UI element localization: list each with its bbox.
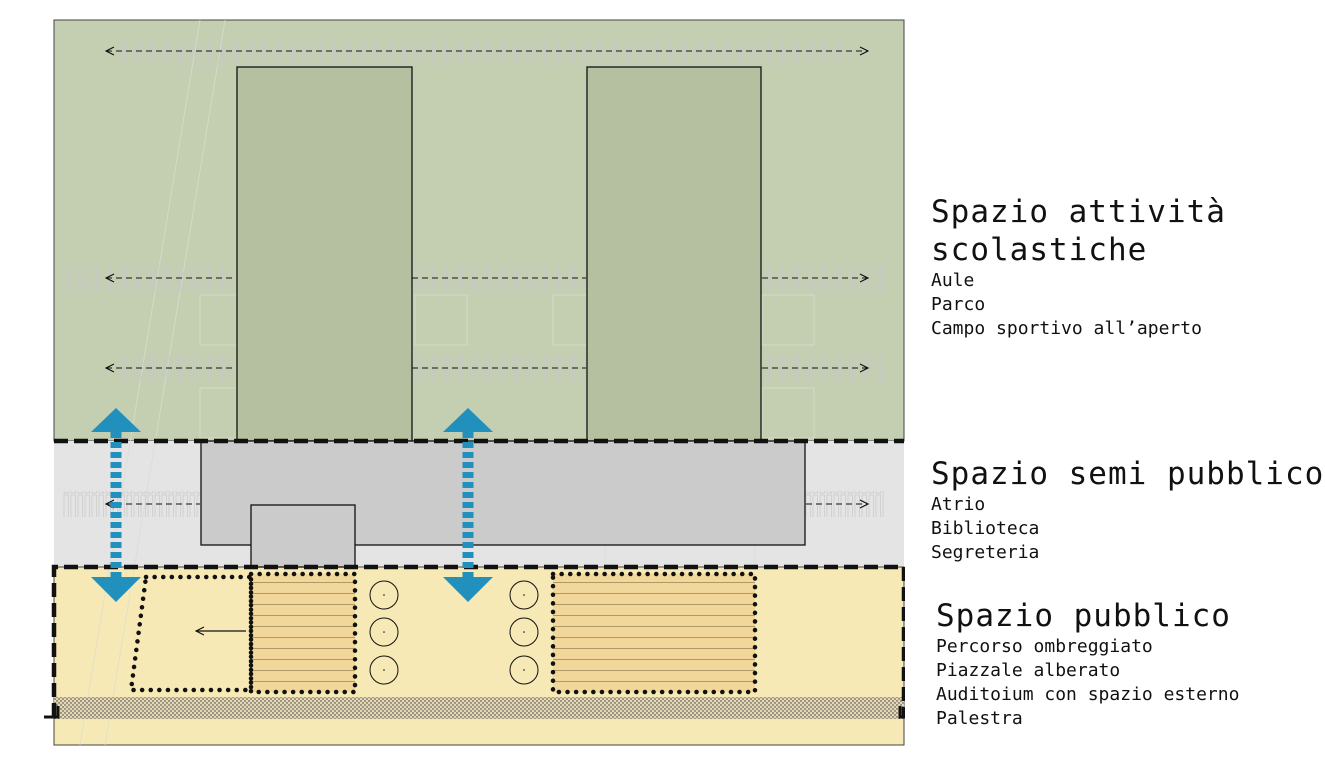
legend-item: Palestra	[936, 708, 1023, 729]
legend-title-pubblico: Spazio pubblico	[936, 598, 1231, 634]
legend-title-scolastiche: Spazio attività scolastiche	[931, 194, 1226, 268]
access-arrow-left	[91, 408, 141, 602]
legend-item: Aule	[931, 270, 975, 291]
legend-item: Parco	[931, 294, 986, 315]
legend-item: Segreteria	[931, 542, 1040, 563]
gym-striped-area-right	[553, 574, 755, 692]
dotted-boundaries	[128, 571, 758, 695]
legend-semi-pubblico: Spazio semi pubblico Atrio Biblioteca Se…	[931, 455, 1324, 565]
legend-item: Auditoium con spazio esterno	[936, 684, 1240, 705]
circulation-arrows	[106, 51, 868, 504]
legend-item: Piazzale alberato	[936, 660, 1121, 681]
legend-item: Campo sportivo all’aperto	[931, 318, 1202, 339]
stipple-strip	[54, 697, 904, 719]
legend-scolastiche: Spazio attività scolastiche Aule Parco C…	[931, 193, 1226, 341]
legend-item: Atrio	[931, 494, 986, 515]
entrance-annex	[250, 504, 356, 568]
school-building-right	[586, 66, 762, 442]
school-building-left	[236, 66, 413, 442]
tree-circles	[369, 580, 539, 685]
legend-item: Percorso ombreggiato	[936, 636, 1153, 657]
legend-pubblico: Spazio pubblico Percorso ombreggiato Pia…	[936, 597, 1239, 731]
auditorium-striped-area-left	[251, 574, 355, 692]
legend-item: Biblioteca	[931, 518, 1040, 539]
site-plan-diagram	[44, 19, 905, 746]
zone-boundaries	[51, 438, 905, 717]
tree-centers	[383, 594, 525, 671]
access-arrows	[91, 408, 493, 602]
legend-title-semi-pubblico: Spazio semi pubblico	[931, 456, 1325, 492]
access-arrow-right	[443, 408, 493, 602]
ground-line	[44, 706, 905, 719]
